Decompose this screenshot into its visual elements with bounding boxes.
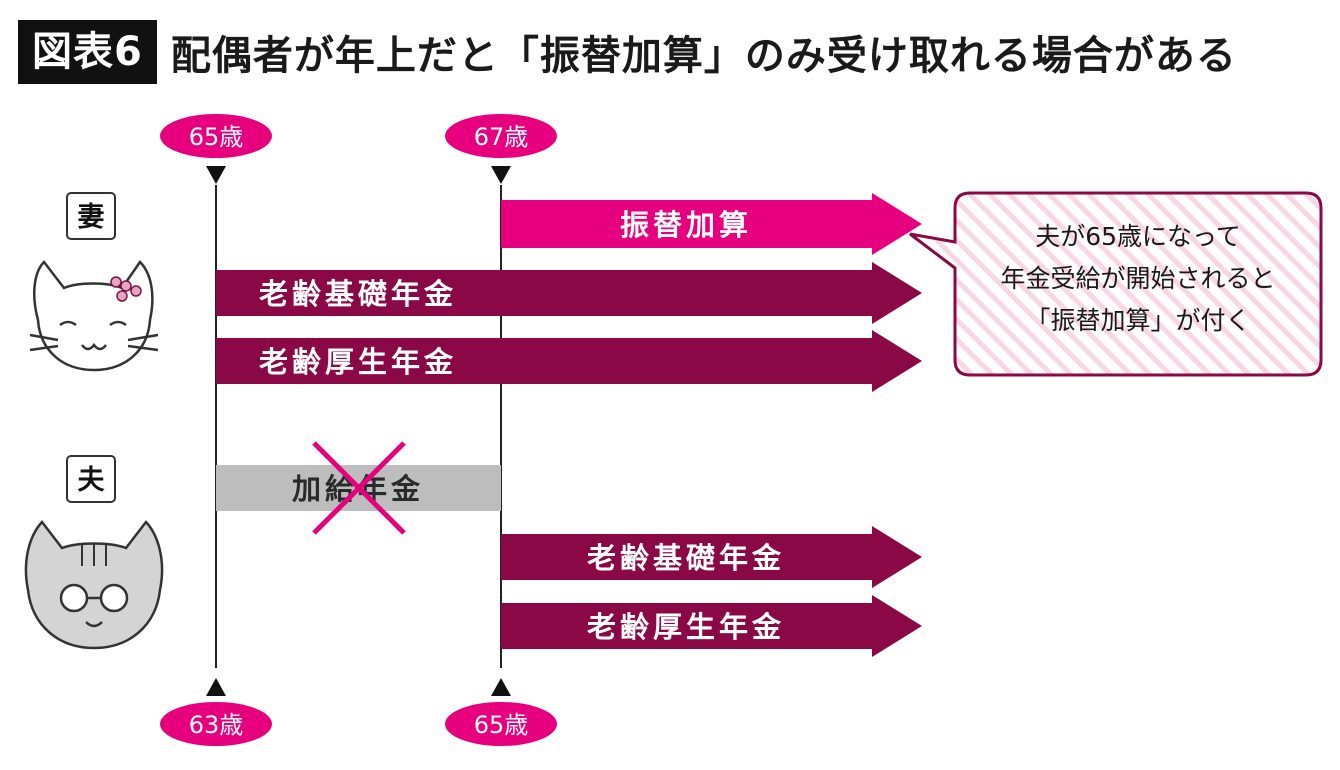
figure-title: 配偶者が年上だと「振替加算」のみ受け取れる場合がある: [170, 33, 1237, 79]
husband-label: 夫: [66, 455, 116, 503]
callout-line-1: 夫が65歳になって: [1035, 222, 1241, 251]
cross-icon: [312, 441, 406, 535]
figure-header: 図表6 配偶者が年上だと「振替加算」のみ受け取れる場合がある: [18, 20, 1237, 84]
person-text: 妻: [78, 202, 105, 233]
figure-badge: 図表6: [18, 20, 157, 84]
age-text: 67歳: [474, 123, 529, 151]
down-triangle-icon: [491, 166, 511, 184]
bar-wife-roureikiso: 老齢基礎年金: [216, 262, 922, 324]
callout-line-2: 年金受給が開始されると: [1000, 264, 1276, 293]
bar-husband-roureikiso: 老齢基礎年金: [501, 526, 922, 588]
bar-label: 老齢厚生年金: [587, 610, 785, 644]
up-triangle-icon: [206, 678, 226, 696]
bar-furikae-kasan: 振替加算: [501, 193, 922, 255]
age-label-bottom-right: 65歳: [445, 678, 557, 746]
bar-label: 老齢厚生年金: [259, 345, 457, 379]
age-text: 65歳: [189, 123, 244, 151]
age-text: 63歳: [189, 711, 244, 739]
callout-line-3: 「振替加算」が付く: [1025, 306, 1251, 335]
bar-husband-roureikousei: 老齢厚生年金: [501, 595, 922, 657]
bar-label: 老齢基礎年金: [259, 277, 457, 311]
husband-cat-icon: [24, 520, 164, 650]
wife-cat-icon: [29, 260, 159, 372]
bar-kakyu-nenkin: 加給年金: [216, 441, 501, 535]
down-triangle-icon: [206, 166, 226, 184]
age-text: 65歳: [474, 711, 529, 739]
age-label-top-right: 67歳: [445, 114, 557, 184]
bar-label: 老齢基礎年金: [587, 541, 785, 575]
bar-label: 振替加算: [620, 208, 752, 242]
callout-bubble: [909, 191, 1323, 377]
age-label-top-left: 65歳: [160, 114, 272, 184]
callout-text: 夫が65歳になって 年金受給が開始されると 「振替加算」が付く: [955, 216, 1321, 342]
age-label-bottom-left: 63歳: [160, 678, 272, 746]
wife-label: 妻: [66, 192, 116, 240]
bar-wife-roureikousei: 老齢厚生年金: [216, 330, 922, 392]
up-triangle-icon: [491, 678, 511, 696]
person-text: 夫: [78, 465, 106, 496]
